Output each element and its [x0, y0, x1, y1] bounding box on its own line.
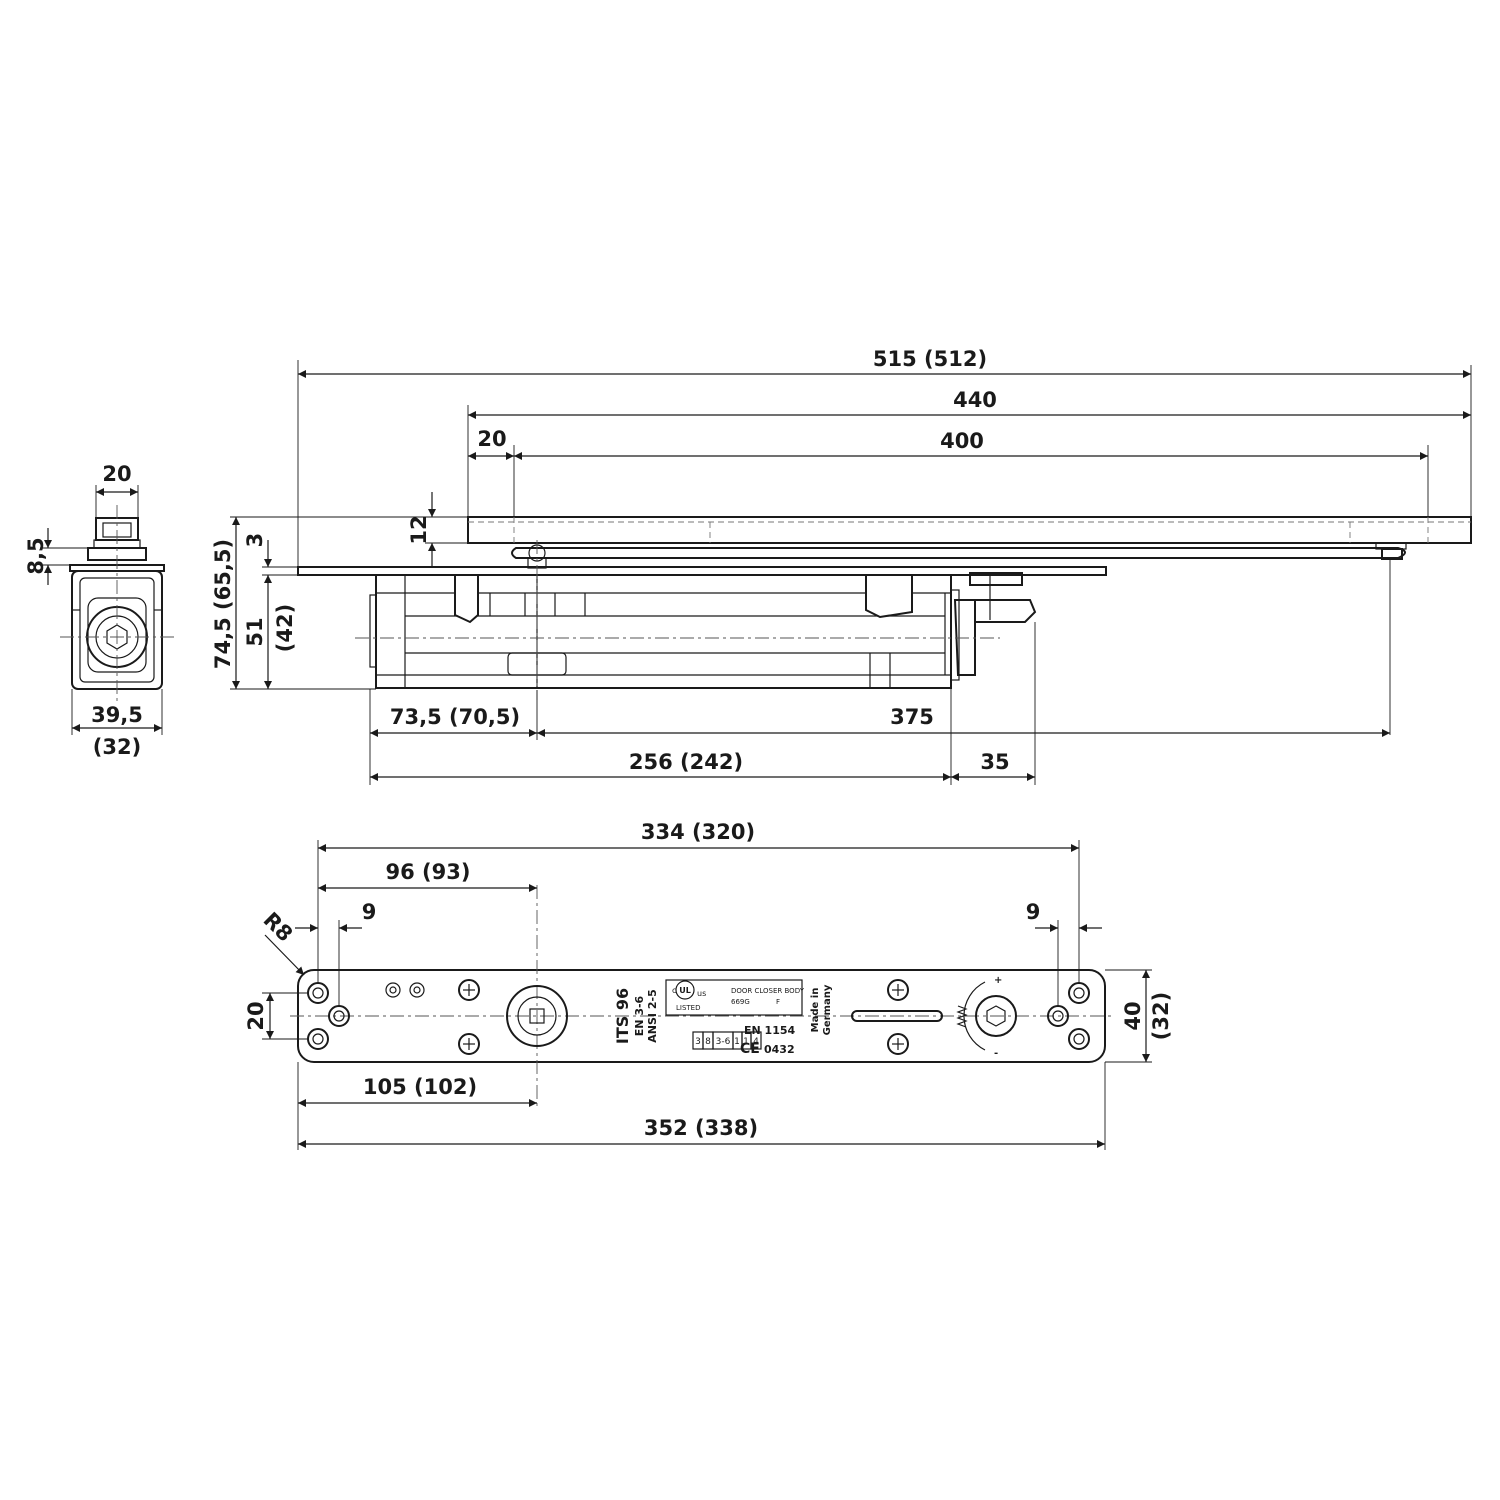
- dim-body-height-alt: (42): [273, 604, 297, 652]
- plate-label: ITS 96 EN 3-6 ANSI 2-5 c UL us LISTED DO…: [613, 975, 1002, 1059]
- label-code-669g: 669G: [731, 998, 750, 1006]
- dim-overall-length: 515 (512): [873, 347, 987, 371]
- label-ul-listed: LISTED: [676, 1004, 701, 1012]
- plate-view: [290, 885, 1115, 1110]
- dim-plate-length: 352 (338): [644, 1116, 758, 1140]
- dim-plate-thickness: 3: [243, 533, 267, 548]
- dim-plate-hole-to-axis: 96 (93): [386, 860, 471, 884]
- label-ul-c: c: [672, 986, 676, 995]
- dim-arm-inner: 400: [940, 429, 984, 453]
- label-ul-us: us: [697, 989, 706, 998]
- label-minus: -: [994, 1048, 998, 1059]
- label-ce: CE: [740, 1041, 760, 1057]
- dim-arm-offset: 20: [477, 427, 506, 451]
- label-ul-mark: UL: [679, 986, 691, 995]
- cell-6: 4: [753, 1037, 759, 1047]
- dim-plate-edge-to-axis: 105 (102): [363, 1075, 477, 1099]
- dim-total-height: 74,5 (65,5): [211, 539, 235, 669]
- dim-plate-height-alt: (32): [1149, 992, 1173, 1040]
- code-cells: [692, 1031, 762, 1050]
- label-ce-number: 0432: [764, 1043, 795, 1056]
- dim-plate-height: 40: [1121, 1001, 1145, 1030]
- dim-arm-height: 12: [407, 515, 431, 544]
- label-en-1154: EN 1154: [744, 1024, 796, 1037]
- front-view: [297, 516, 1472, 735]
- label-germany: Germany: [822, 984, 833, 1035]
- dim-body-height: 51: [243, 617, 267, 646]
- dim-hole-pitch: 20: [244, 1001, 268, 1030]
- cell-2: 8: [705, 1037, 711, 1047]
- dim-axis-to-arm-end: 375: [890, 705, 934, 729]
- cell-1: 3: [695, 1037, 701, 1047]
- cell-3: 3-6: [716, 1037, 731, 1047]
- front-view-dim-labels: 515 (512) 440 20 400 12 3 74,5 (65,5) 51…: [211, 347, 1010, 774]
- dim-plate-hole-span: 334 (320): [641, 820, 755, 844]
- dim-hole-offset-left: 9: [362, 900, 377, 924]
- dim-side-height-small: 8,5: [24, 537, 48, 574]
- dim-side-width-top: 20: [102, 462, 131, 486]
- cell-4: 1: [734, 1037, 740, 1047]
- label-en-range: EN 3-6: [633, 995, 646, 1036]
- label-made-in: Made in: [810, 988, 821, 1033]
- label-door-closer-body: DOOR CLOSER BODY: [731, 987, 805, 995]
- dim-bracket-length: 35: [980, 750, 1009, 774]
- dim-corner-radius: R8: [259, 908, 298, 947]
- side-view-dim-labels: 20 8,5 39,5 (32): [24, 462, 143, 759]
- dim-arm-length: 440: [953, 388, 997, 412]
- dim-side-width-bottom-alt: (32): [93, 735, 141, 759]
- side-view: [40, 485, 175, 735]
- dim-hole-offset-right: 9: [1026, 900, 1041, 924]
- plate-view-dim-labels: 334 (320) 96 (93) 9 9 R8 20 105 (102) 35…: [244, 820, 1173, 1140]
- cell-5: 1: [743, 1037, 749, 1047]
- label-plus: +: [994, 975, 1002, 986]
- dim-body-left-to-axis: 73,5 (70,5): [390, 705, 520, 729]
- plate-view-dimensions: [262, 840, 1152, 1150]
- dim-side-width-bottom: 39,5: [91, 703, 143, 727]
- label-model: ITS 96: [613, 988, 632, 1044]
- label-code-f: F: [776, 998, 780, 1006]
- front-view-dimensions: [230, 360, 1472, 785]
- dim-body-length: 256 (242): [629, 750, 743, 774]
- label-ansi-range: ANSI 2-5: [646, 989, 659, 1042]
